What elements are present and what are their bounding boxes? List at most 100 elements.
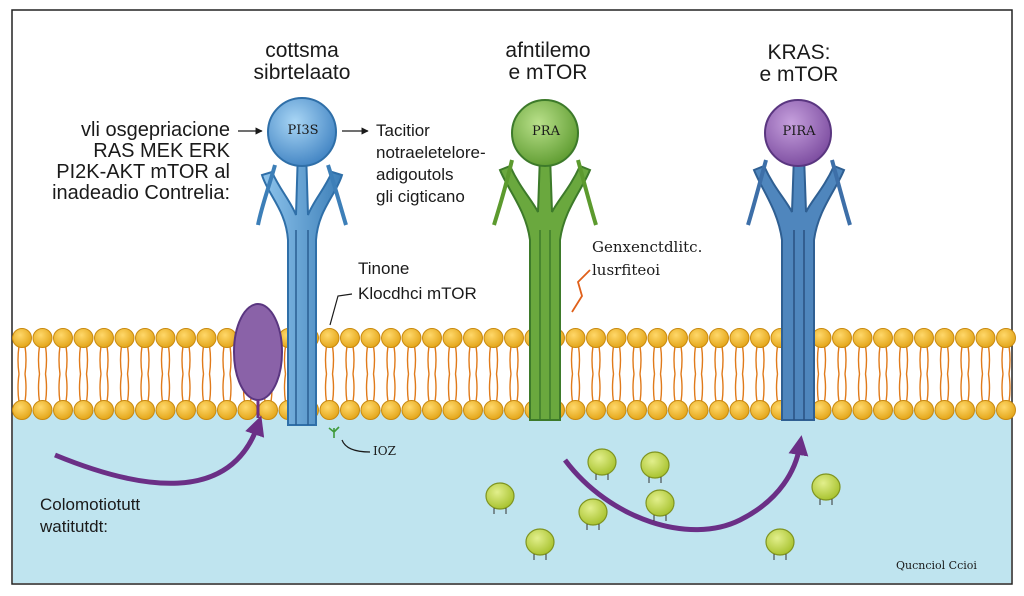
- lipid-tail: [693, 345, 697, 375]
- lipid-head: [996, 400, 1016, 420]
- lipid-head: [483, 328, 504, 348]
- lipid-head: [975, 400, 996, 420]
- lipid-tail: [475, 373, 478, 403]
- lipid-tail: [119, 373, 123, 403]
- pointer-small: [341, 439, 371, 453]
- signal-molecule: [578, 498, 608, 526]
- lipid-head: [504, 400, 524, 420]
- lipid-tail: [65, 373, 68, 403]
- lipid-tail: [447, 345, 451, 375]
- lipid-head: [340, 400, 360, 420]
- lipid-head: [832, 328, 852, 348]
- lipid-tail: [591, 345, 594, 375]
- lipid-tail: [17, 373, 20, 403]
- signal-molecule: [811, 473, 841, 501]
- lipid-tail: [160, 373, 164, 403]
- lipid-tail: [967, 345, 970, 375]
- lipid-tail: [898, 345, 902, 375]
- lipid-tail: [37, 345, 41, 375]
- lipid-tail: [1001, 373, 1004, 403]
- lipid-tail: [714, 373, 717, 403]
- lipid-head: [155, 328, 176, 348]
- lipid-tail: [331, 373, 335, 403]
- lipid-tail: [659, 345, 663, 375]
- lipid-head: [73, 400, 94, 420]
- lipid-head: [586, 400, 606, 420]
- lipid-head: [709, 328, 729, 348]
- lipid-tail: [639, 345, 642, 375]
- molecule-tail: [493, 508, 507, 514]
- lipid-head: [688, 328, 709, 348]
- lipid-head: [319, 400, 340, 420]
- lipid-tail: [960, 373, 963, 403]
- lipid-head: [422, 328, 442, 348]
- lipid-tail: [960, 345, 963, 375]
- lipid-tail: [427, 345, 430, 375]
- lipid-tail: [167, 345, 171, 375]
- lipid-tail: [878, 345, 881, 375]
- cell-membrane: [12, 328, 1016, 420]
- lipid-head: [32, 400, 53, 420]
- lipid-tail: [393, 345, 396, 375]
- lipid-tail: [509, 345, 512, 375]
- lipid-head: [565, 328, 586, 348]
- lipid-tail: [181, 345, 184, 375]
- signal-molecules: [485, 448, 841, 560]
- lipid-tail: [570, 345, 574, 375]
- lipid-tail: [741, 345, 745, 375]
- lipid-tail: [837, 345, 840, 375]
- lipid-tail: [99, 345, 102, 375]
- lipid-tail: [495, 373, 499, 403]
- lipid-tail: [58, 345, 61, 375]
- lipid-tail: [905, 373, 909, 403]
- lipid-tail: [488, 345, 492, 375]
- lipid-head: [893, 328, 914, 348]
- lipid-head: [975, 328, 996, 348]
- receptor2-head-label: PRA: [532, 124, 560, 139]
- signal-molecule: [587, 448, 617, 476]
- lipid-head: [258, 400, 278, 420]
- lipid-head: [996, 328, 1016, 348]
- lipid-tail: [762, 373, 765, 403]
- lipid-tail: [126, 345, 130, 375]
- lipid-tail: [652, 345, 656, 375]
- lipid-tail: [591, 373, 594, 403]
- lipid-tail: [618, 373, 622, 403]
- lipid-head: [688, 400, 709, 420]
- lipid-tail: [939, 345, 943, 375]
- lipid-tail: [208, 373, 212, 403]
- lipid-tail: [495, 345, 499, 375]
- lipid-head: [934, 400, 955, 420]
- sprout-icon: [328, 426, 340, 438]
- lipid-tail: [24, 345, 27, 375]
- signal-molecule: [485, 482, 515, 510]
- lipid-tail: [926, 373, 929, 403]
- lipid-head: [852, 328, 873, 348]
- lipid-tail: [816, 345, 820, 375]
- lipid-tail: [980, 373, 984, 403]
- lipid-tail: [201, 345, 205, 375]
- lipid-head: [401, 400, 422, 420]
- lipid-tail: [844, 345, 847, 375]
- lipid-head: [442, 400, 463, 420]
- lipid-head: [94, 328, 114, 348]
- lipid-tail: [857, 345, 861, 375]
- receptor3-title: KRAS: e mTOR: [759, 41, 839, 87]
- receptor-head-green: [511, 99, 579, 167]
- lipid-head: [381, 400, 401, 420]
- lipid-head: [32, 328, 53, 348]
- lipid-tail: [147, 345, 150, 375]
- lipid-tail: [905, 345, 909, 375]
- lipid-tail: [126, 373, 130, 403]
- receptor-left: [256, 97, 348, 426]
- lipid-tail: [283, 373, 287, 403]
- lipid-tail: [365, 345, 369, 375]
- lipid-tail: [577, 345, 581, 375]
- molecule-tail: [533, 554, 547, 560]
- receptor2-title: afntilemo e mTOR: [505, 39, 591, 85]
- lipid-tail: [611, 345, 615, 375]
- lipid-tail: [775, 373, 779, 403]
- lipid-tail: [181, 373, 184, 403]
- lipid-tail: [700, 373, 704, 403]
- lipid-tail: [324, 373, 328, 403]
